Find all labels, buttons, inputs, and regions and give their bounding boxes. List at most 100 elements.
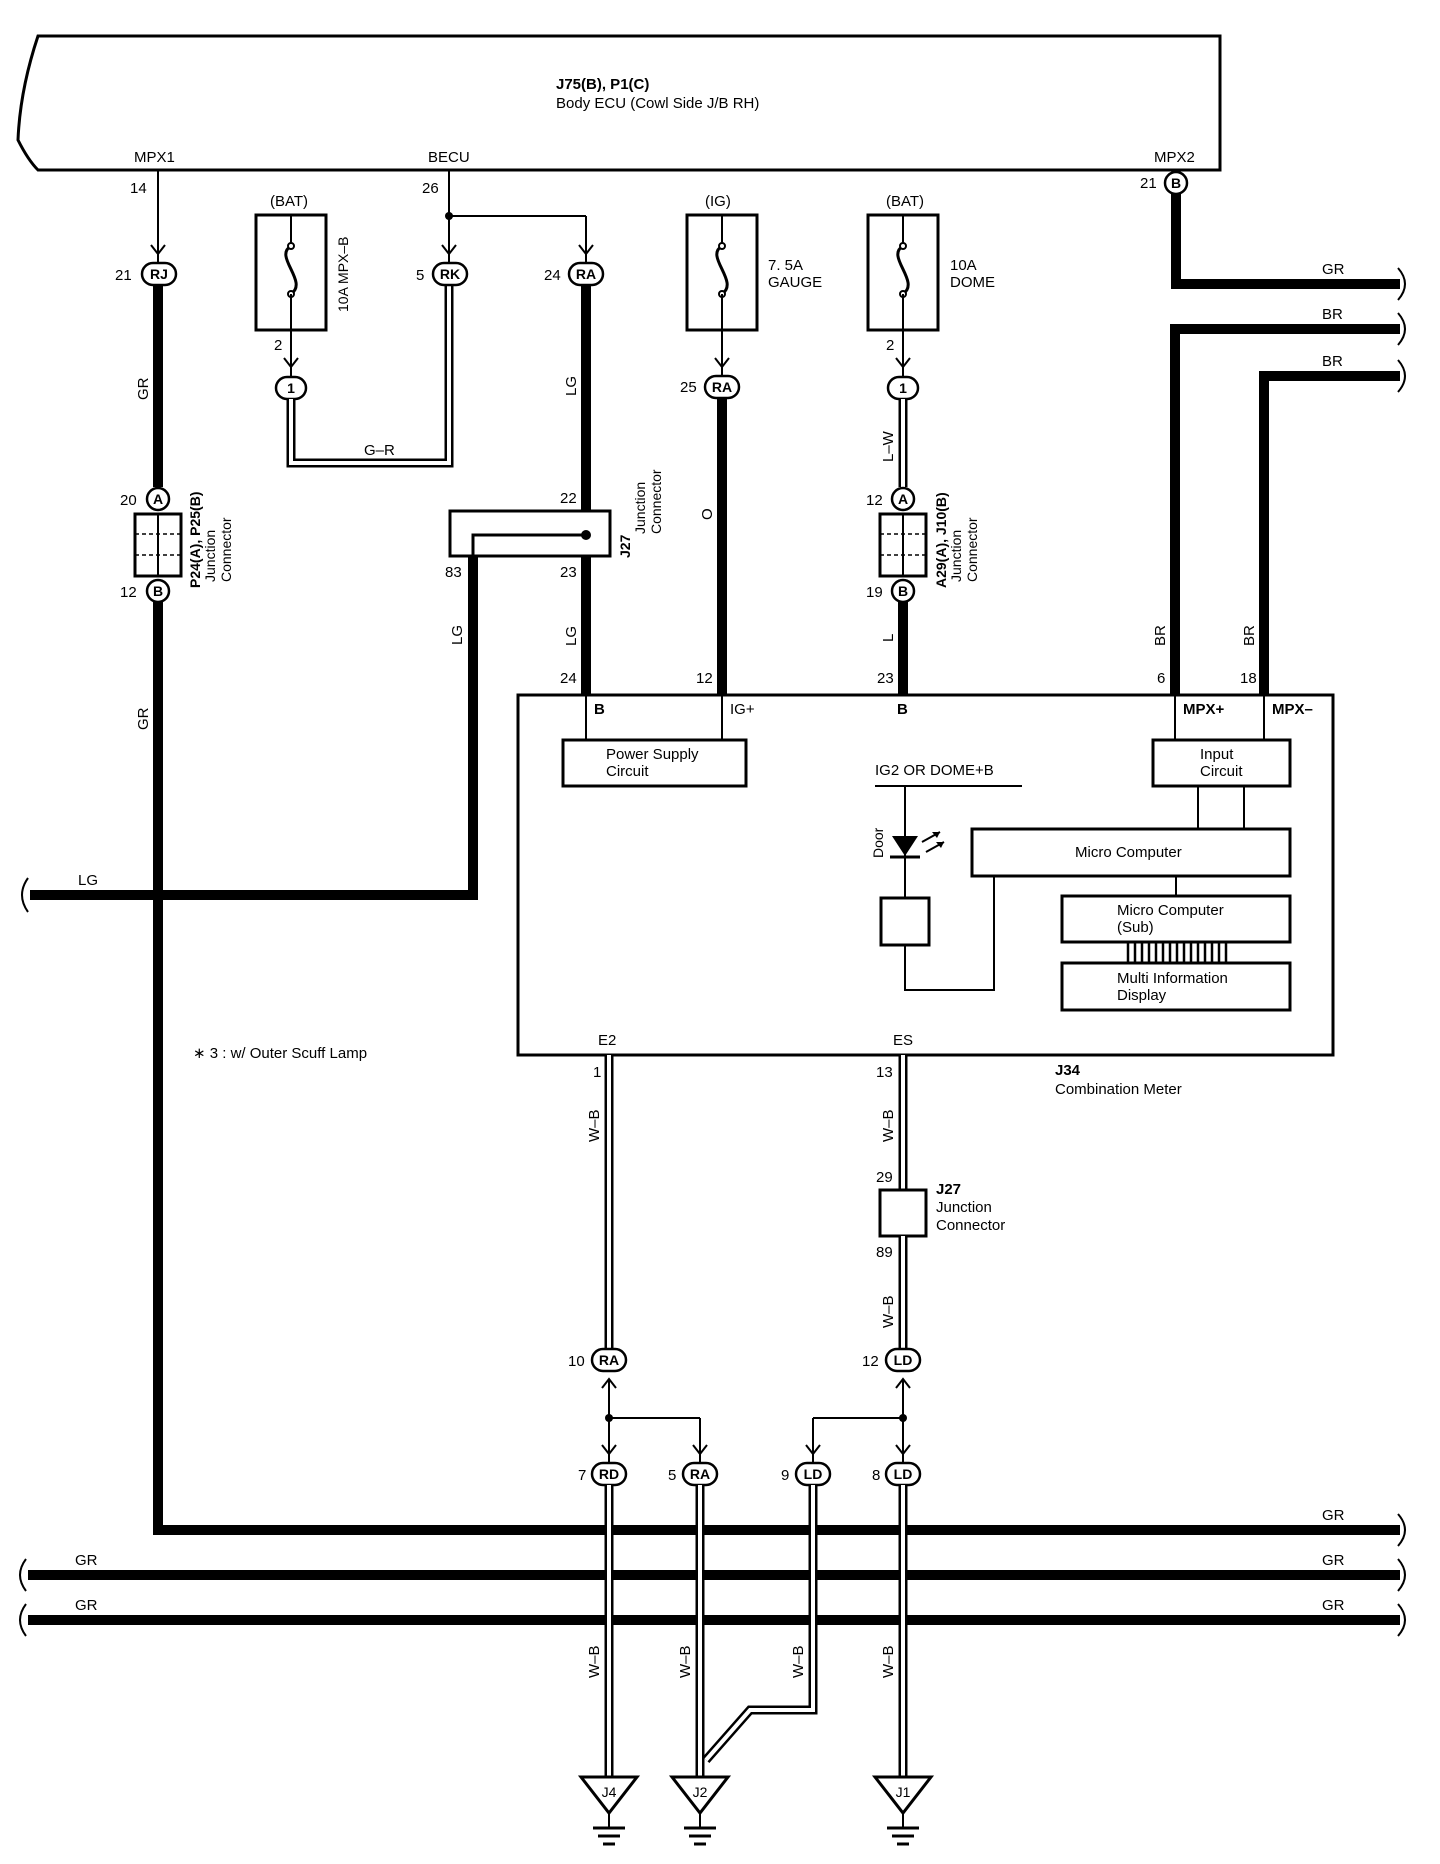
pin-14: 14 (130, 180, 147, 197)
input-circuit-box (1151, 738, 1292, 788)
door-label: Door (870, 827, 886, 858)
fuse-mpx-label: 10A MPX–B (335, 237, 351, 313)
fuse-gauge: (IG) 7. 5A GAUGE 25 RA O (680, 193, 822, 695)
wire-o: O (699, 508, 716, 520)
wire-br-6: BR (1152, 625, 1169, 646)
junction-j27-line2: Connector (648, 469, 664, 534)
wire-gr-bus1-right: GR (1322, 1507, 1345, 1524)
input-circuit-line2: Circuit (1200, 763, 1243, 780)
meter-terminal-ig: IG+ (730, 701, 755, 718)
wire-wb-g4: W–B (880, 1645, 897, 1678)
fuse-mpx-source: (BAT) (270, 193, 308, 210)
micro-sub-line2: (Sub) (1117, 919, 1154, 936)
pin-8: 8 (872, 1467, 880, 1484)
meter-terminal-mpx-plus: MPX+ (1183, 701, 1225, 718)
pin-22: 22 (560, 490, 577, 507)
fuse-dome-source: (BAT) (886, 193, 924, 210)
pin-2a: 2 (274, 337, 282, 354)
door-switch-box (879, 896, 931, 947)
meter-terminal-e2: E2 (598, 1032, 616, 1049)
wire-g-r: G–R (364, 442, 395, 459)
code-1b: 1 (899, 380, 907, 396)
junction-p24-line1: Junction (202, 530, 218, 582)
fuse-gauge-label-2: GAUGE (768, 274, 822, 291)
lg-left-wire: LG LG (21, 556, 478, 913)
pin-12-ld: 12 (862, 1353, 879, 1370)
junction-a29-j10: 12 A B 19 L A29(A), J10(B) Junction Conn… (866, 486, 980, 695)
junction-j27b-code: J27 (936, 1181, 961, 1198)
code-ld-2: LD (804, 1466, 823, 1482)
g-r-wire: G–R (286, 285, 454, 468)
junction-p24-line2: Connector (218, 517, 234, 582)
fuse-dome-label-1: 10A (950, 257, 977, 274)
wire-wb-es2: W–B (880, 1295, 897, 1328)
meter-pin-12: 12 (696, 670, 713, 687)
pin-1: 1 (593, 1064, 601, 1081)
pin-19: 19 (866, 584, 883, 601)
mpx2-wires: 21 B GR BR BR BR BR (1140, 170, 1406, 695)
meter-code: J34 (1055, 1062, 1081, 1079)
ground-j1: J1 (871, 1775, 935, 1846)
meter-terminal-b1: B (594, 701, 605, 718)
code-rd: RD (599, 1466, 619, 1482)
pin-5: 5 (416, 267, 424, 284)
ground-j2: J2 (668, 1775, 732, 1846)
power-supply-line1: Power Supply (606, 746, 699, 763)
power-supply-line2: Circuit (606, 763, 649, 780)
meter-terminal-b2: B (897, 701, 908, 718)
wire-gr-right: GR (1322, 261, 1345, 278)
code-rj: RJ (150, 266, 168, 282)
wire-br-18: BR (1241, 625, 1258, 646)
wire-gr-bus3-right: GR (1322, 1597, 1345, 1614)
pin-10: 10 (568, 1353, 585, 1370)
junction-a29-line2: Connector (964, 517, 980, 582)
wire-wb-es1: W–B (880, 1109, 897, 1142)
connector-rj: 21 RJ (115, 261, 178, 287)
door-led-icon (892, 836, 918, 856)
mid-box (1060, 961, 1292, 1012)
junction-j27-code: J27 (617, 534, 633, 558)
mpx1-wire: 14 GR GR GR (130, 170, 1400, 1535)
body-ecu: J75(B), P1(C) Body ECU (Cowl Side J/B RH… (16, 34, 1222, 172)
fuse-mpx-b: (BAT) 10A MPX–B 2 1 (254, 193, 351, 401)
micro-computer-label: Micro Computer (1075, 844, 1182, 861)
ecu-name: Body ECU (Cowl Side J/B RH) (556, 95, 759, 112)
lower-connectors: 7 RD 5 RA 9 LD 8 LD (578, 1461, 922, 1487)
ecu-terminal-mpx2: MPX2 (1154, 149, 1195, 166)
e2-wire: 1 W–B 10 RA (568, 1055, 708, 1470)
wire-wb-g1: W–B (586, 1645, 603, 1678)
code-ld-3: LD (894, 1466, 913, 1482)
pin-29: 29 (876, 1169, 893, 1186)
code-ra-3: RA (599, 1352, 619, 1368)
wire-lg-left: LG (78, 872, 98, 889)
wire-wb-g3: W–B (790, 1645, 807, 1678)
micro-sub-line1: Micro Computer (1117, 902, 1224, 919)
meter-pin-18: 18 (1240, 670, 1257, 687)
ground-j4-label: J4 (602, 1784, 617, 1800)
junction-j27-line1: Junction (632, 482, 648, 534)
wire-lg-1: LG (563, 376, 580, 396)
micro-computer-box (970, 827, 1292, 878)
meter-name: Combination Meter (1055, 1081, 1182, 1098)
junction-a29-codes: A29(A), J10(B) (933, 492, 949, 588)
junction-j27b-line2: Connector (936, 1217, 1005, 1234)
ground-j2-label: J2 (693, 1784, 708, 1800)
meter-terminal-mpx-minus: MPX– (1272, 701, 1313, 718)
code-ra-1: RA (576, 266, 596, 282)
code-ra-4: RA (690, 1466, 710, 1482)
fuse-dome: (BAT) 10A DOME 2 1 L–W (866, 193, 995, 487)
micro-sub-box (1060, 894, 1292, 944)
meter-pin-23: 23 (877, 670, 894, 687)
meter-pin-24: 24 (560, 670, 577, 687)
es-wire: 13 W–B 29 J27 Junction Connector 89 W–B … (805, 1055, 1005, 1470)
junction-p24-codes: P24(A), P25(B) (187, 492, 203, 588)
wire-lg-2: LG (563, 626, 580, 646)
power-supply-box (561, 738, 748, 788)
note-scuff-lamp: ∗ 3 : w/ Outer Scuff Lamp (193, 1045, 367, 1062)
code-a1: A (153, 491, 163, 507)
pin-13: 13 (876, 1064, 893, 1081)
pin-21b: 21 (1140, 175, 1157, 192)
junction-a29-line1: Junction (948, 530, 964, 582)
fuse-gauge-label-1: 7. 5A (768, 257, 803, 274)
